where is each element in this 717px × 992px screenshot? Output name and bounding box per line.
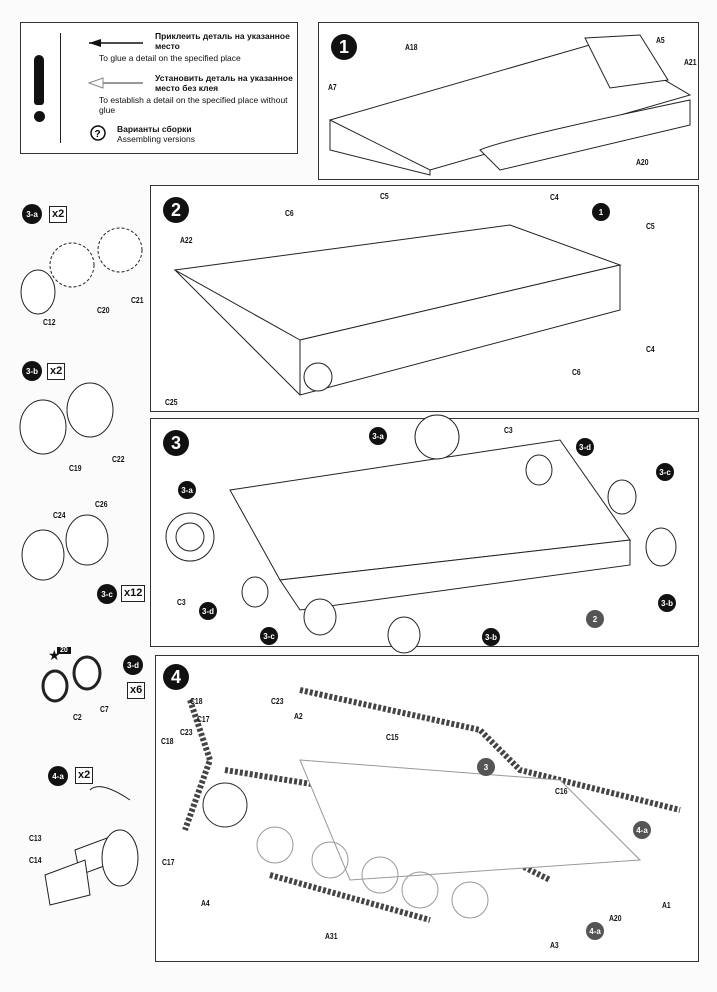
quantity-badge: x2 — [49, 206, 68, 223]
legend-noglue: Установить деталь на указанное место без… — [155, 73, 295, 93]
step-number-1: 1 — [331, 34, 357, 60]
part-label: C4 — [550, 193, 559, 202]
noglue-ru-text: Установить деталь на указанное место без… — [155, 73, 293, 93]
step-number-3: 3 — [163, 430, 189, 456]
sprocket-subassembly-drawing — [20, 227, 143, 315]
part-label: A20 — [636, 158, 649, 167]
quantity-badge: x12 — [121, 585, 146, 602]
ref-step-2: 2 — [586, 610, 604, 628]
part-label: C21 — [131, 296, 144, 305]
ref-subassembly: 3-a — [369, 427, 387, 445]
part-label: A7 — [328, 83, 337, 92]
return-roller-subassembly-drawing — [41, 655, 102, 703]
part-label: C6 — [572, 368, 581, 377]
ref-subassembly: 3-c — [656, 463, 674, 481]
part-label: C17 — [162, 858, 175, 867]
part-label: C25 — [165, 398, 178, 407]
part-label: A3 — [550, 941, 559, 950]
hollow-arrow-icon — [87, 77, 143, 89]
exclamation-dot — [34, 111, 45, 122]
quantity-badge: x2 — [47, 363, 66, 380]
part-label: C18 — [190, 697, 203, 706]
part-label: C14 — [29, 856, 42, 865]
ref-subassembly: 4-a — [586, 922, 604, 940]
legend-arrows: ? — [87, 39, 143, 141]
part-label: A22 — [180, 236, 193, 245]
part-label: C17 — [197, 715, 210, 724]
subassembly-3b-badge: 3-b — [22, 361, 42, 381]
part-label: A2 — [294, 712, 303, 721]
part-label: C6 — [285, 209, 294, 218]
ref-step-3: 3 — [477, 758, 495, 776]
legend-divider — [60, 33, 61, 143]
part-label: C5 — [646, 222, 655, 231]
part-label: C24 — [53, 511, 66, 520]
part-label: C19 — [69, 464, 82, 473]
part-label: C26 — [95, 500, 108, 509]
ref-subassembly: 3-a — [178, 481, 196, 499]
svg-text:?: ? — [95, 129, 101, 140]
part-label: C2 — [73, 713, 82, 722]
road-wheel-subassembly-drawing — [21, 514, 109, 581]
note-badge: 20 — [57, 647, 71, 654]
part-label: C13 — [29, 834, 42, 843]
track-link-subassembly-drawing — [44, 786, 139, 906]
ref-subassembly: 3-d — [576, 438, 594, 456]
part-label: C23 — [271, 697, 284, 706]
versions-ru-text: Варианты сборки — [117, 124, 192, 134]
step-number-2: 2 — [163, 197, 189, 223]
part-label: C3 — [504, 426, 513, 435]
question-circle-icon: ? — [90, 125, 106, 141]
part-label: C16 — [555, 787, 568, 796]
vehicle-hull-step4 — [202, 759, 642, 919]
quantity-badge: x6 — [127, 682, 146, 699]
quantity-badge: x2 — [75, 767, 94, 784]
part-label: C7 — [100, 705, 109, 714]
hull-floor-drawing — [328, 34, 692, 176]
part-label: C20 — [97, 306, 110, 315]
ref-subassembly: 3-c — [260, 627, 278, 645]
part-label: A5 — [656, 36, 665, 45]
legend-glue: Приклеить деталь на указанное место — [155, 31, 295, 51]
part-label: C4 — [646, 345, 655, 354]
part-label: C18 — [161, 737, 174, 746]
part-label: C3 — [177, 598, 186, 607]
ref-subassembly: 3-d — [199, 602, 217, 620]
subassembly-3c-badge: 3-c — [97, 584, 117, 604]
part-label: A1 — [662, 901, 671, 910]
part-label: A18 — [405, 43, 418, 52]
ref-subassembly: 3-b — [658, 594, 676, 612]
subassembly-3d-badge: 3-d — [123, 655, 143, 675]
part-label: A31 — [325, 932, 338, 941]
noglue-en-text: To establish a detail on the specified p… — [99, 95, 288, 115]
legend-box: ? Приклеить деталь на указанное место To… — [20, 22, 298, 154]
idler-subassembly-drawing — [19, 382, 114, 455]
part-label: C22 — [112, 455, 125, 464]
part-label: C23 — [180, 728, 193, 737]
versions-en-text: Assembling versions — [117, 134, 195, 144]
ref-subassembly: 4-a — [633, 821, 651, 839]
step-number-4: 4 — [163, 664, 189, 690]
ref-subassembly: 3-b — [482, 628, 500, 646]
ref-step-1: 1 — [592, 203, 610, 221]
glue-ru-text: Приклеить деталь на указанное место — [155, 31, 290, 51]
hull-running-gear-drawing — [165, 414, 677, 654]
part-label: A20 — [609, 914, 622, 923]
glue-en-text: To glue a detail on the specified place — [99, 53, 241, 63]
hull-sides-drawing — [173, 224, 622, 396]
subassembly-4a-badge: 4-a — [48, 766, 68, 786]
part-label: A4 — [201, 899, 210, 908]
exclamation-icon — [34, 55, 44, 105]
part-label: A21 — [684, 58, 697, 67]
solid-arrow-icon — [89, 39, 143, 47]
part-label: C12 — [43, 318, 56, 327]
part-label: C15 — [386, 733, 399, 742]
subassembly-3a-badge: 3-a — [22, 204, 42, 224]
part-label: C5 — [380, 192, 389, 201]
